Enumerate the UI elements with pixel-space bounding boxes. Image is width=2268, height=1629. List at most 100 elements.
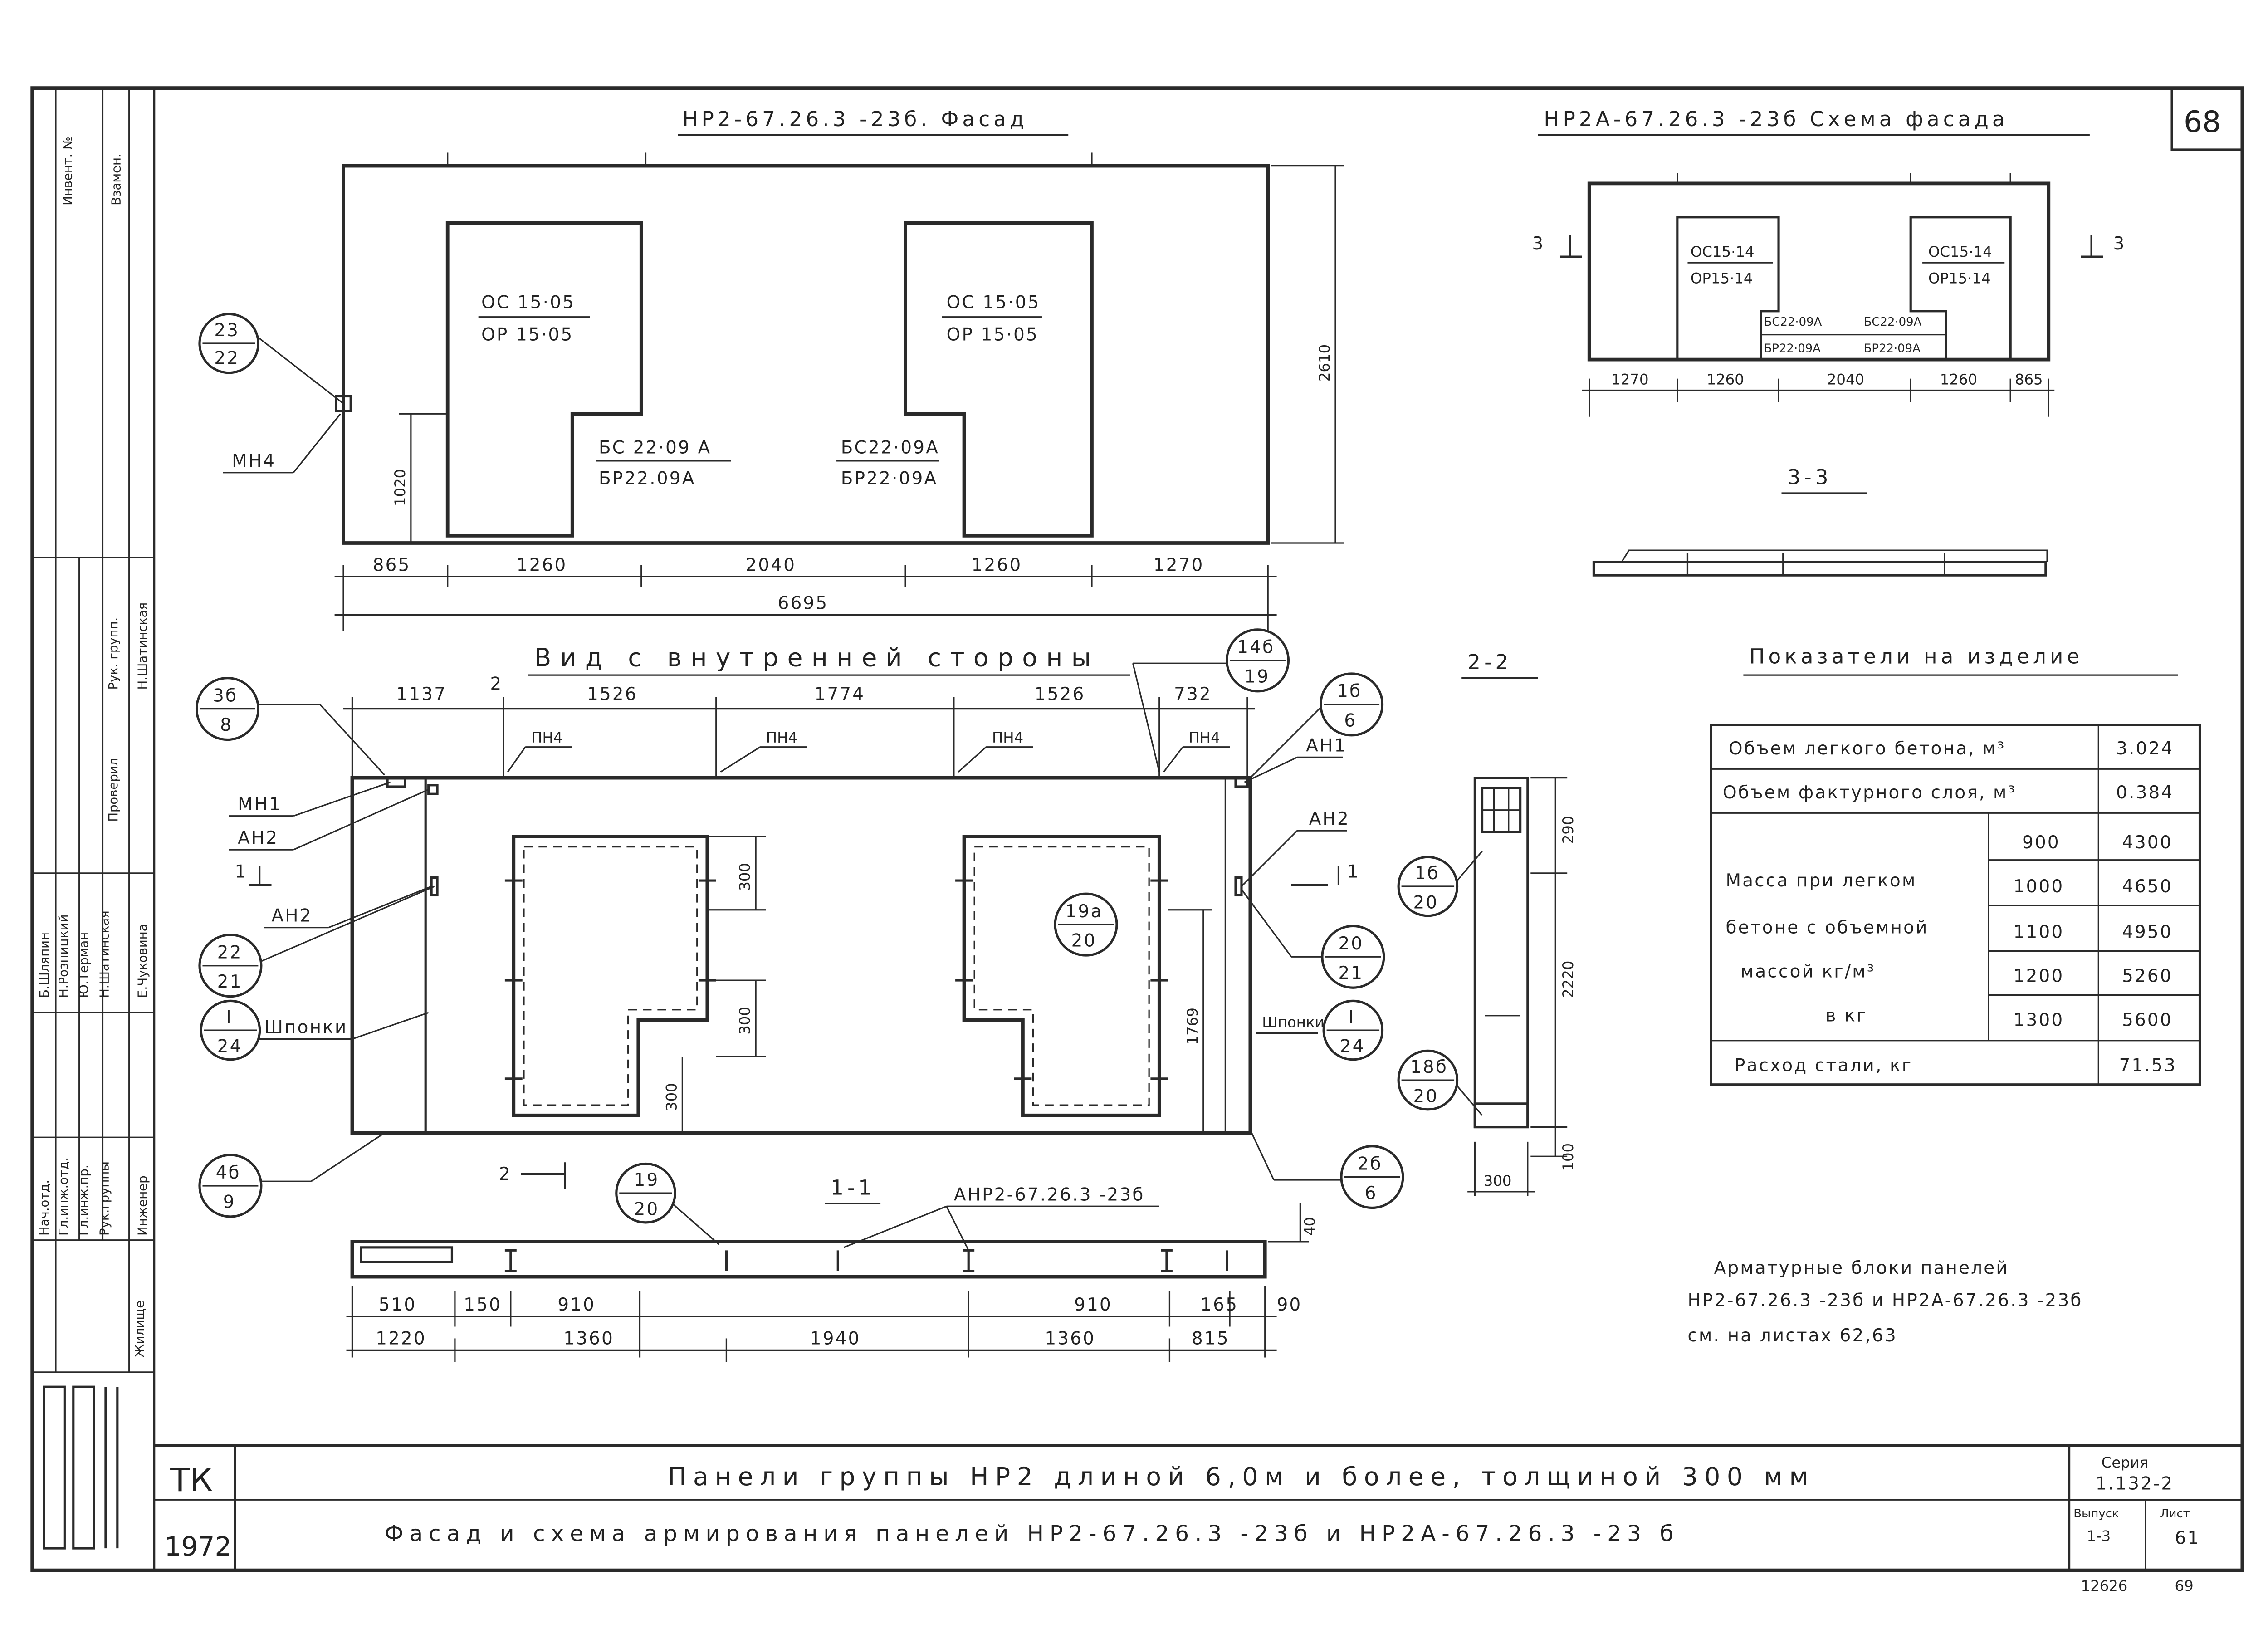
svg-text:20: 20 bbox=[1413, 893, 1438, 913]
svg-text:2б: 2б bbox=[1358, 1154, 1383, 1174]
reinforcement-note: Арматурные блоки панелей НР2-67.26.3 -23… bbox=[1687, 1258, 2082, 1346]
svg-text:20: 20 bbox=[1413, 1086, 1438, 1107]
svg-text:9: 9 bbox=[223, 1192, 236, 1213]
dim-row2: 1360 bbox=[563, 1328, 614, 1349]
cut-1-right: 1 bbox=[1347, 862, 1360, 882]
anchor-label: АН1 bbox=[1306, 735, 1347, 756]
section-33-title: 3-3 bbox=[1787, 465, 1832, 489]
steel-label: Расход стали, кг bbox=[1735, 1056, 1912, 1076]
callout-22-21: 22 21 bbox=[198, 885, 435, 998]
stamp-page: 69 bbox=[2175, 1577, 2194, 1595]
callout-14b-19: 14б 19 bbox=[1132, 628, 1290, 773]
scheme-dim: 865 bbox=[2015, 371, 2043, 388]
institute-logo bbox=[43, 1385, 119, 1550]
dim-300: 300 bbox=[663, 1083, 680, 1111]
dim-row1: 90 bbox=[1277, 1295, 1302, 1315]
dim-row2: 815 bbox=[1192, 1328, 1230, 1349]
svg-text:I: I bbox=[226, 1007, 233, 1027]
stamp-name: Е.Чуковина bbox=[136, 924, 150, 998]
note-line: Арматурные блоки панелей bbox=[1714, 1258, 2009, 1278]
callout-node: 23 bbox=[214, 320, 240, 341]
svg-text:19: 19 bbox=[634, 1170, 660, 1190]
dim-row2: 1940 bbox=[810, 1328, 861, 1349]
dim-height: 2610 bbox=[1316, 344, 1333, 382]
mass-cell: 4650 bbox=[2122, 876, 2173, 897]
cut-2-top: 2 bbox=[490, 674, 503, 695]
stamp-role: Гл.инж.отд. bbox=[56, 1157, 71, 1236]
svg-text:20: 20 bbox=[1071, 931, 1097, 951]
svg-text:18б: 18б bbox=[1410, 1057, 1448, 1077]
callout-2b-6: 2б 6 bbox=[1249, 1130, 1404, 1209]
note-line: см. на листах 62,63 bbox=[1687, 1326, 1897, 1346]
stamp-role: Гл.инж.пр. bbox=[77, 1164, 91, 1236]
section-11: 1-1 АНР2-67.26.3 -23б 40 19 20 bbox=[346, 1162, 1319, 1362]
stamp-name: Н.Шатинская bbox=[97, 910, 112, 998]
dim-row1: 910 bbox=[557, 1295, 596, 1315]
pn-label: ПН4 bbox=[1188, 729, 1220, 746]
block-label: АНР2-67.26.3 -23б bbox=[954, 1184, 1145, 1205]
cut-mark: 3 bbox=[2113, 234, 2126, 254]
scheme-view: НР2А-67.26.3 -23б Схема фасада ОС15·14 О… bbox=[1532, 107, 2126, 577]
section-11-title: 1-1 bbox=[831, 1175, 875, 1199]
svg-text:1б: 1б bbox=[1337, 681, 1362, 702]
dim-40: 40 bbox=[1301, 1217, 1319, 1236]
stamp-name: Ю.Терман bbox=[77, 932, 91, 998]
callout-I-24-right: I 24 bbox=[1322, 999, 1384, 1061]
dim-bottom: 865 bbox=[373, 555, 411, 575]
pn-label: ПН4 bbox=[992, 729, 1023, 746]
dim-100: 100 bbox=[1559, 1143, 1577, 1171]
mn4-label: МН4 bbox=[232, 451, 276, 471]
issue-value: 1-3 bbox=[2087, 1527, 2111, 1545]
mass-label: в кг bbox=[1826, 1006, 1867, 1026]
dim-row1: 165 bbox=[1200, 1295, 1238, 1315]
dim-row2: 1220 bbox=[376, 1328, 426, 1349]
stamp-number: 12626 bbox=[2081, 1577, 2127, 1595]
dim-bottom: 1260 bbox=[972, 555, 1022, 575]
density-cell: 1200 bbox=[2014, 966, 2064, 986]
stamp-name: Н.Розницкий bbox=[56, 915, 71, 998]
dim-row1: 510 bbox=[379, 1295, 417, 1315]
dim-300: 300 bbox=[1484, 1172, 1512, 1189]
svg-text:6: 6 bbox=[1344, 710, 1357, 731]
svg-text:21: 21 bbox=[217, 972, 243, 992]
title-line-1: Панели группы НР2 длиной 6,0м и более, т… bbox=[668, 1462, 1815, 1491]
year-label: 1972 bbox=[164, 1531, 231, 1562]
svg-text:19: 19 bbox=[1244, 666, 1270, 687]
mass-cell: 4950 bbox=[2122, 922, 2173, 942]
callout-3b-8: 3б 8 bbox=[195, 677, 385, 776]
vzamen-label: Взамен. bbox=[109, 153, 123, 205]
steel-value: 71.53 bbox=[2119, 1056, 2177, 1076]
mass-label: массой кг/м³ bbox=[1740, 962, 1876, 982]
door-mark: БС22·09А bbox=[1764, 315, 1822, 329]
svg-text:20: 20 bbox=[634, 1199, 660, 1220]
scheme-dim: 1270 bbox=[1611, 371, 1648, 388]
issue-label: Выпуск bbox=[2073, 1507, 2119, 1521]
svg-text:22: 22 bbox=[217, 943, 243, 963]
section-22-title: 2-2 bbox=[1467, 650, 1512, 674]
svg-text:24: 24 bbox=[1340, 1037, 1365, 1057]
stamp-role: Рук.группы bbox=[97, 1161, 112, 1236]
door-mark: БР22·09А bbox=[1764, 342, 1821, 355]
facing-volume-label: Объем фактурного слоя, м³ bbox=[1723, 783, 2016, 803]
callout-I-24-left: I 24 bbox=[200, 999, 261, 1061]
opening-mark: ОС 15·05 bbox=[947, 292, 1041, 313]
svg-text:14б: 14б bbox=[1237, 637, 1275, 658]
dim-300: 300 bbox=[736, 1007, 753, 1035]
svg-text:3б: 3б bbox=[213, 685, 238, 706]
interior-title: Вид с внутренней стороны bbox=[534, 643, 1100, 672]
interior-dim-top: 1526 bbox=[587, 684, 638, 704]
dim-2220: 2220 bbox=[1559, 961, 1577, 998]
callout-19a-20: 19а 20 bbox=[1054, 892, 1118, 957]
sheet-frame bbox=[30, 86, 2244, 1572]
callout-20-21: 20 21 bbox=[1241, 889, 1385, 989]
opening-mark: ОР 15·05 bbox=[947, 325, 1039, 345]
check-name: Н.Шатинская bbox=[136, 602, 150, 690]
zhilishche-label: Жилище bbox=[132, 1301, 147, 1358]
section-22: 2-2 290 2220 100 300 1б 20 18б bbox=[1397, 650, 1577, 1196]
note-line: НР2-67.26.3 -23б и НР2А-67.26.3 -23б bbox=[1687, 1290, 2082, 1311]
mass-cell: 5260 bbox=[2122, 966, 2173, 986]
opening-mark: ОС 15·05 bbox=[481, 292, 575, 313]
mass-label: Масса при легком bbox=[1726, 871, 1917, 891]
door-mark: БР22·09А bbox=[1864, 342, 1921, 355]
